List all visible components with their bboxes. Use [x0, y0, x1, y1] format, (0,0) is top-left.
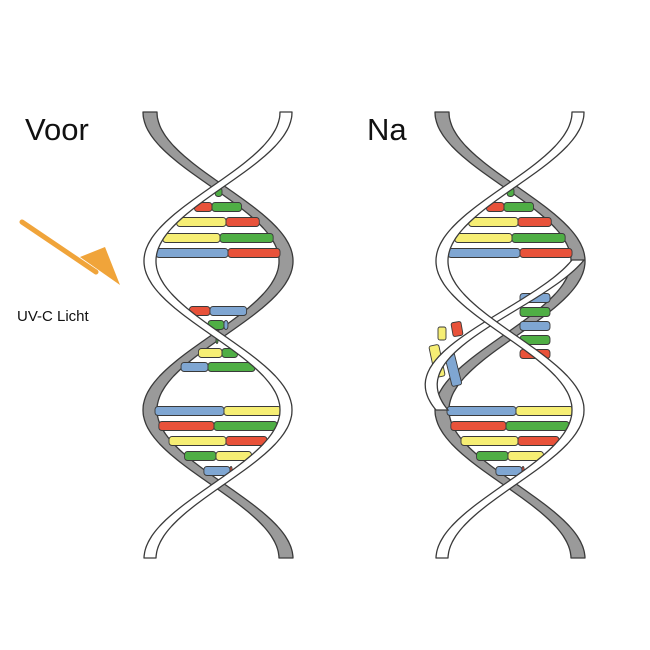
base-left	[198, 348, 223, 358]
base-right	[223, 320, 229, 330]
base-left	[454, 233, 513, 243]
base-right	[211, 202, 242, 212]
base-right	[223, 406, 282, 416]
base-right	[219, 233, 274, 243]
base-left	[180, 362, 209, 372]
base-right	[515, 406, 574, 416]
base-pair	[476, 451, 544, 461]
base-pair	[194, 202, 242, 212]
backbone-front-strand-broken	[424, 259, 586, 411]
label-before: Voor	[25, 112, 89, 147]
base-right	[503, 202, 534, 212]
base-pair	[188, 306, 248, 316]
base-pair	[158, 421, 278, 431]
dna-helix-before	[142, 111, 294, 559]
base-pair	[207, 320, 229, 330]
base-pair	[450, 421, 570, 431]
broken-base-stub	[519, 307, 551, 317]
base-left	[476, 451, 509, 461]
base-left	[168, 436, 227, 446]
base-pair	[460, 436, 560, 446]
base-pair	[446, 406, 574, 416]
base-right	[519, 248, 573, 258]
base-left	[158, 421, 215, 431]
base-pair	[447, 248, 573, 258]
base-left	[184, 451, 217, 461]
dna-helix-after	[424, 111, 586, 559]
base-right	[209, 306, 248, 316]
base-right	[213, 421, 278, 431]
uv-arrow-icon	[19, 219, 120, 285]
uv-arrow-shaft	[19, 219, 99, 275]
base-right	[227, 248, 281, 258]
base-right	[207, 362, 256, 372]
base-pair	[180, 362, 256, 372]
backbone-front-strand	[143, 111, 293, 559]
base-right	[511, 233, 566, 243]
base-right	[505, 421, 570, 431]
base-pair	[155, 248, 281, 258]
broken-base-stub	[519, 321, 551, 331]
base-pair	[468, 217, 552, 227]
base-pair	[176, 217, 260, 227]
base-left	[155, 248, 229, 258]
base-right	[517, 436, 560, 446]
base-pair	[486, 202, 534, 212]
base-left	[154, 406, 225, 416]
loose-base	[450, 321, 464, 337]
uv-light-label: UV-C Licht	[17, 308, 89, 325]
uv-arrow-head	[80, 247, 120, 285]
label-after: Na	[367, 112, 407, 147]
base-left	[468, 217, 519, 227]
base-left	[460, 436, 519, 446]
base-right	[225, 217, 260, 227]
damaged-region	[428, 293, 551, 387]
base-pair	[162, 233, 274, 243]
base-left	[450, 421, 507, 431]
base-left	[447, 248, 521, 258]
backbone-front-strand	[435, 111, 585, 559]
base-pair	[454, 233, 566, 243]
base-left	[176, 217, 227, 227]
base-pair	[154, 406, 282, 416]
loose-base	[437, 326, 447, 341]
base-left	[446, 406, 517, 416]
base-right	[517, 217, 552, 227]
base-pair	[168, 436, 268, 446]
base-right	[225, 436, 268, 446]
base-left	[162, 233, 221, 243]
base-pair	[184, 451, 252, 461]
